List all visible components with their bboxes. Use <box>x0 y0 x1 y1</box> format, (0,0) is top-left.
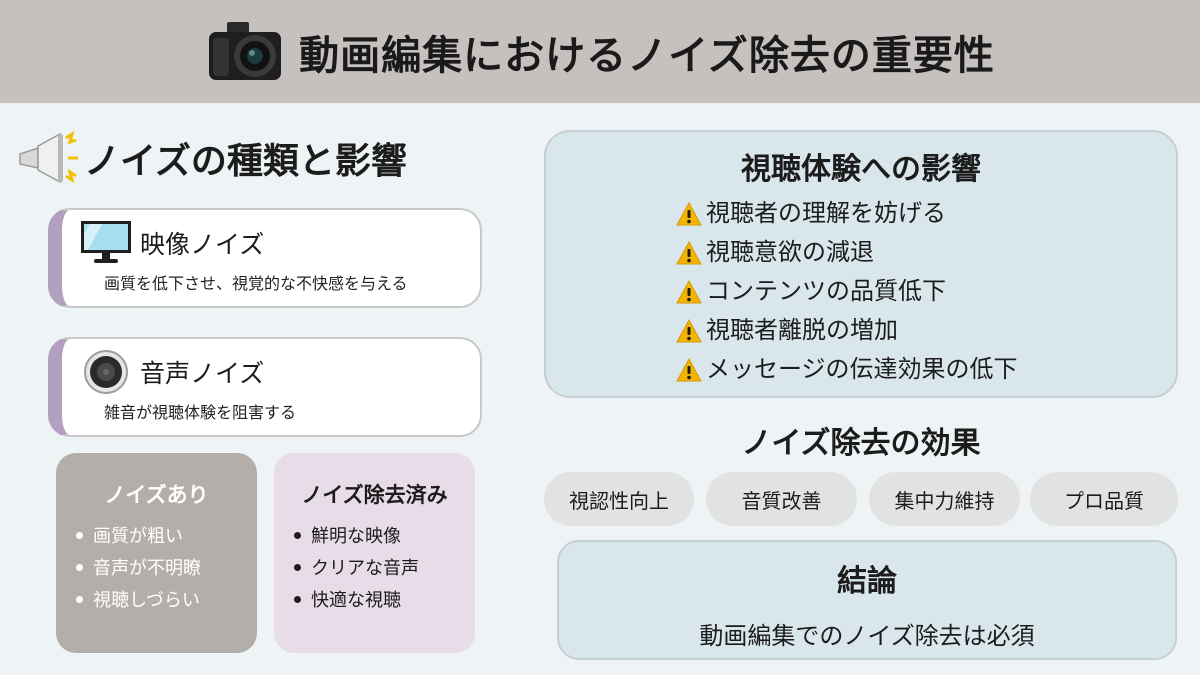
list-item: 音声が不明瞭 <box>76 553 257 585</box>
warning-icon <box>676 240 702 264</box>
impact-item-label: 視聴者の理解を妨げる <box>706 199 946 227</box>
effect-chip: プロ品質 <box>1030 472 1178 526</box>
monitor-icon <box>81 221 131 263</box>
audio-noise-card: 音声ノイズ 雑音が視聴体験を阻害する <box>48 337 482 437</box>
video-noise-card: 映像ノイズ 画質を低下させ、視覚的な不快感を与える <box>48 208 482 308</box>
warning-icon <box>676 318 702 342</box>
video-noise-label: 映像ノイズ <box>140 230 265 259</box>
list-item: 画質が粗い <box>76 521 257 553</box>
impact-item: 視聴者離脱の増加 <box>676 311 1018 350</box>
video-noise-description: 画質を低下させ、視覚的な不快感を与える <box>104 274 408 293</box>
with-noise-panel: ノイズあり 画質が粗い 音声が不明瞭 視聴しづらい <box>56 453 257 653</box>
effect-chip: 集中力維持 <box>869 472 1020 526</box>
conclusion-title: 結論 <box>837 564 897 599</box>
impact-item: 視聴者の理解を妨げる <box>676 194 1018 233</box>
effects-title: ノイズ除去の効果 <box>741 426 981 461</box>
speaker-icon <box>84 350 128 394</box>
warning-icon <box>676 357 702 381</box>
impact-list: 視聴者の理解を妨げる視聴意欲の減退コンテンツの品質低下視聴者離脱の増加メッセージ… <box>676 194 1018 389</box>
warning-icon <box>676 279 702 303</box>
noise-removed-title: ノイズ除去済み <box>301 483 448 507</box>
with-noise-title: ノイズあり <box>104 483 209 507</box>
audio-noise-label: 音声ノイズ <box>140 359 265 388</box>
effect-chip: 音質改善 <box>706 472 857 526</box>
audio-noise-description: 雑音が視聴体験を阻害する <box>104 403 297 422</box>
impact-item-label: 視聴者離脱の増加 <box>706 316 898 344</box>
camera-icon <box>209 21 282 80</box>
list-item: 鮮明な映像 <box>294 521 475 553</box>
impact-item: 視聴意欲の減退 <box>676 233 1018 272</box>
list-item: 快適な視聴 <box>294 585 475 617</box>
warning-icon <box>676 201 702 225</box>
conclusion-text: 動画編集でのノイズ除去は必須 <box>699 622 1035 650</box>
noise-removed-panel: ノイズ除去済み 鮮明な映像 クリアな音声 快適な視聴 <box>274 453 475 653</box>
impact-item: コンテンツの品質低下 <box>676 272 1018 311</box>
list-item: クリアな音声 <box>294 553 475 585</box>
conclusion-panel: 結論 動画編集でのノイズ除去は必須 <box>557 540 1177 660</box>
effect-chip: 視認性向上 <box>544 472 694 526</box>
impact-item-label: メッセージの伝達効果の低下 <box>706 355 1018 383</box>
viewing-impact-panel: 視聴体験への影響 視聴者の理解を妨げる視聴意欲の減退コンテンツの品質低下視聴者離… <box>544 130 1178 398</box>
megaphone-icon <box>19 130 78 184</box>
page-title: 動画編集におけるノイズ除去の重要性 <box>299 32 995 79</box>
noise-types-heading: ノイズの種類と影響 <box>16 128 407 188</box>
noise-types-title: ノイズの種類と影響 <box>84 141 407 182</box>
impact-title: 視聴体験への影響 <box>741 152 981 187</box>
header-bar: 動画編集におけるノイズ除去の重要性 <box>0 0 1200 103</box>
impact-item: メッセージの伝達効果の低下 <box>676 350 1018 389</box>
impact-item-label: コンテンツの品質低下 <box>706 277 946 305</box>
list-item: 視聴しづらい <box>76 585 257 617</box>
impact-item-label: 視聴意欲の減退 <box>706 238 874 266</box>
